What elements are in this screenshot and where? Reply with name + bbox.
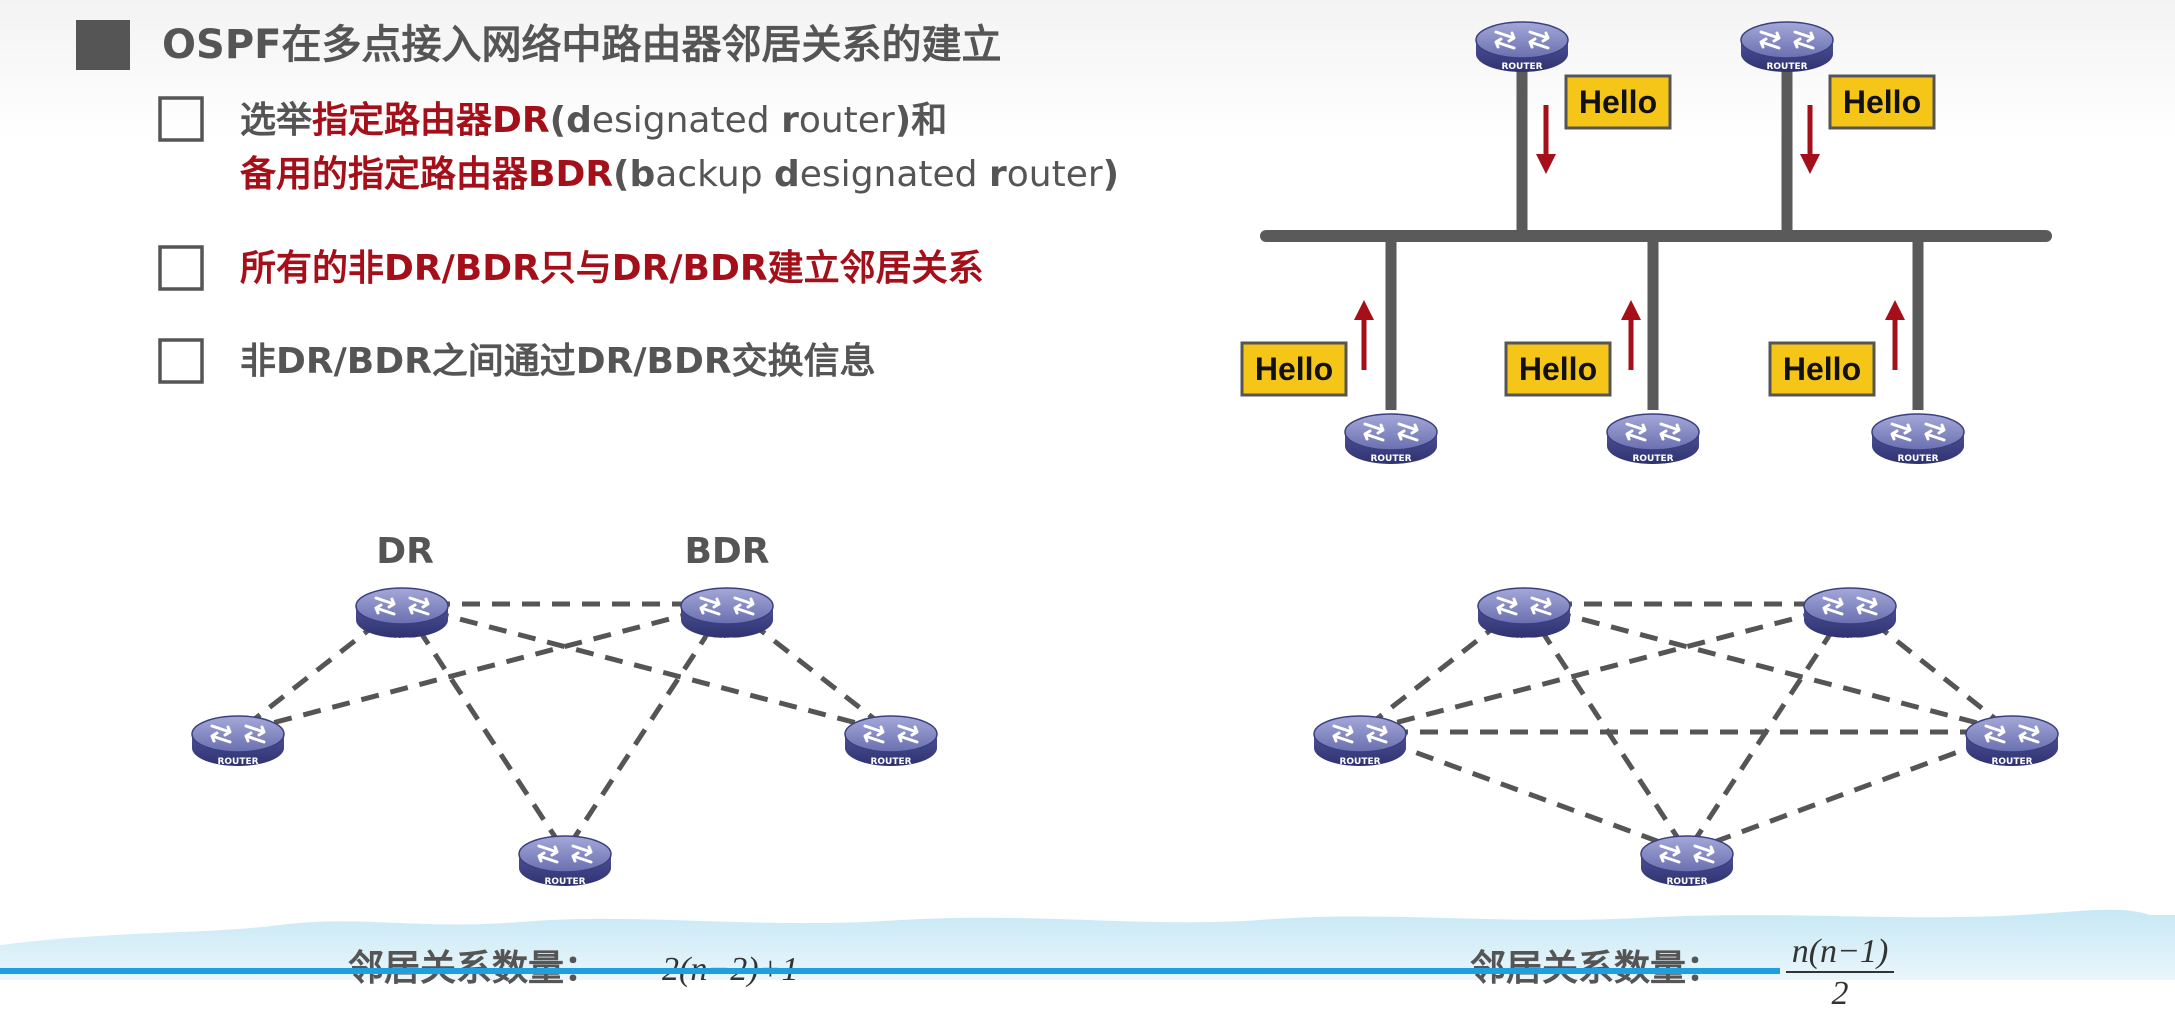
adjacency-link [1359,601,1851,735]
router-icon: ROUTER [1605,412,1701,466]
span: ( [550,100,566,141]
adjacency-link [237,601,728,735]
router-icon: ROUTER [517,834,613,888]
router-caption: ROUTER [1991,757,2032,767]
router-icon: ROUTER [1476,586,1572,647]
hello-packet-label: Hello [1843,84,1921,120]
hello-packet-box [1504,341,1612,397]
span: outer [1007,154,1103,195]
hello-packet-label: Hello [1519,351,1597,387]
span: r [781,100,799,141]
hello-packet-box [1240,341,1348,397]
formula-right-numerator: n(n−1) [1792,933,1889,970]
page-title: OSPF在多点接入网络中路由器邻居关系的建立 [162,22,1001,68]
router-caption: ROUTER [870,757,911,767]
router-caption: ROUTER [1503,637,1544,647]
router-caption: ROUTER [217,757,258,767]
arrow-up-icon [1621,300,1641,370]
span: d [774,154,800,195]
router-icon: ROUTER [843,714,939,768]
router-icon: ROUTER [354,586,450,647]
bullet-list: 选举指定路由器DR(designated router)和 备用的指定路由器BD… [158,96,1119,384]
router-caption: ROUTER [1501,62,1542,72]
adjacency-link [1686,729,2013,855]
span: ) [1103,154,1119,195]
full-mesh-diagram: ROUTER ROUTER ROUTER ROUTER ROUTER [1312,586,2060,888]
span: d [566,100,592,141]
footer-wave-decoration [0,909,2175,980]
dr-label: DR [376,531,434,572]
hello-packet-label: Hello [1255,351,1333,387]
bullet-checkbox-icon [158,338,204,384]
router-icon: ROUTER [1870,412,1966,466]
bullet-checkbox-icon [158,96,204,142]
span: b [630,154,656,195]
span: r [989,154,1007,195]
bullet-1-line-1: 选举指定路由器DR(designated router)和 [240,100,947,141]
adjacency-link [1521,602,1690,854]
footer-progress-line [0,968,1780,974]
adjacency-link [401,601,892,735]
title-square-icon [76,20,130,70]
router-icon: ROUTER [1343,412,1439,466]
adjacency-link [562,602,730,854]
span: ackup [655,154,774,195]
router-caption: ROUTER [1766,62,1807,72]
adjacency-link [1523,601,2013,735]
bullet-2: 所有的非DR/BDR只与DR/BDR建立邻居关系 [240,248,984,289]
hello-packet-box [1768,341,1876,397]
span: ( [613,154,629,195]
adjacency-link [399,602,568,854]
router-icon: ROUTER [1474,20,1570,74]
arrow-down-icon [1536,105,1556,174]
adjacency-link [1684,602,1853,854]
adjacency-link [1359,729,1688,855]
formula-right-denominator: 2 [1832,975,1849,1012]
bdr-label: BDR [684,531,769,572]
dr-bdr-adjacency-diagram: DR BDR ROUTER ROUTER ROUTER ROUTER ROUTE… [190,531,939,888]
router-icon: ROUTER [1739,20,1835,74]
router-caption: ROUTER [1897,454,1938,464]
span: esignated [800,154,989,195]
router-caption: ROUTER [1339,757,1380,767]
router-caption: ROUTER [544,877,585,887]
hello-packet-label: Hello [1783,351,1861,387]
hello-packet-box [1828,74,1936,130]
span: 选举 [240,100,313,141]
router-icon: ROUTER [1639,834,1735,888]
bullet-3: 非DR/BDR之间通过DR/BDR交换信息 [240,340,876,382]
span: esignated [592,100,781,141]
arrow-down-icon [1800,105,1820,174]
router-icon: ROUTER [679,586,775,647]
arrow-up-icon [1885,300,1905,370]
hello-packet-label: Hello [1579,84,1657,120]
arrow-up-icon [1354,300,1374,370]
span: )和 [895,100,947,141]
router-caption: ROUTER [1829,637,1870,647]
hello-packet-box [1564,74,1672,130]
router-icon: ROUTER [1312,714,1408,768]
router-icon: ROUTER [1964,714,2060,768]
router-icon: ROUTER [190,714,286,768]
span: 备用的指定路由器BDR [240,154,613,195]
span: 指定路由器DR [312,100,550,141]
router-caption: ROUTER [1632,454,1673,464]
router-caption: ROUTER [706,637,747,647]
router-caption: ROUTER [381,637,422,647]
bullet-checkbox-icon [158,245,204,291]
bullet-1-line-2: 备用的指定路由器BDR(backup designated router) [240,154,1119,195]
router-caption: ROUTER [1370,454,1411,464]
router-icon: ROUTER [1802,586,1898,647]
bus-diagram: ROUTER ROUTER Hello Hello ROUTER ROUTER [1240,20,2052,466]
router-caption: ROUTER [1666,877,1707,887]
span: outer [799,100,895,141]
